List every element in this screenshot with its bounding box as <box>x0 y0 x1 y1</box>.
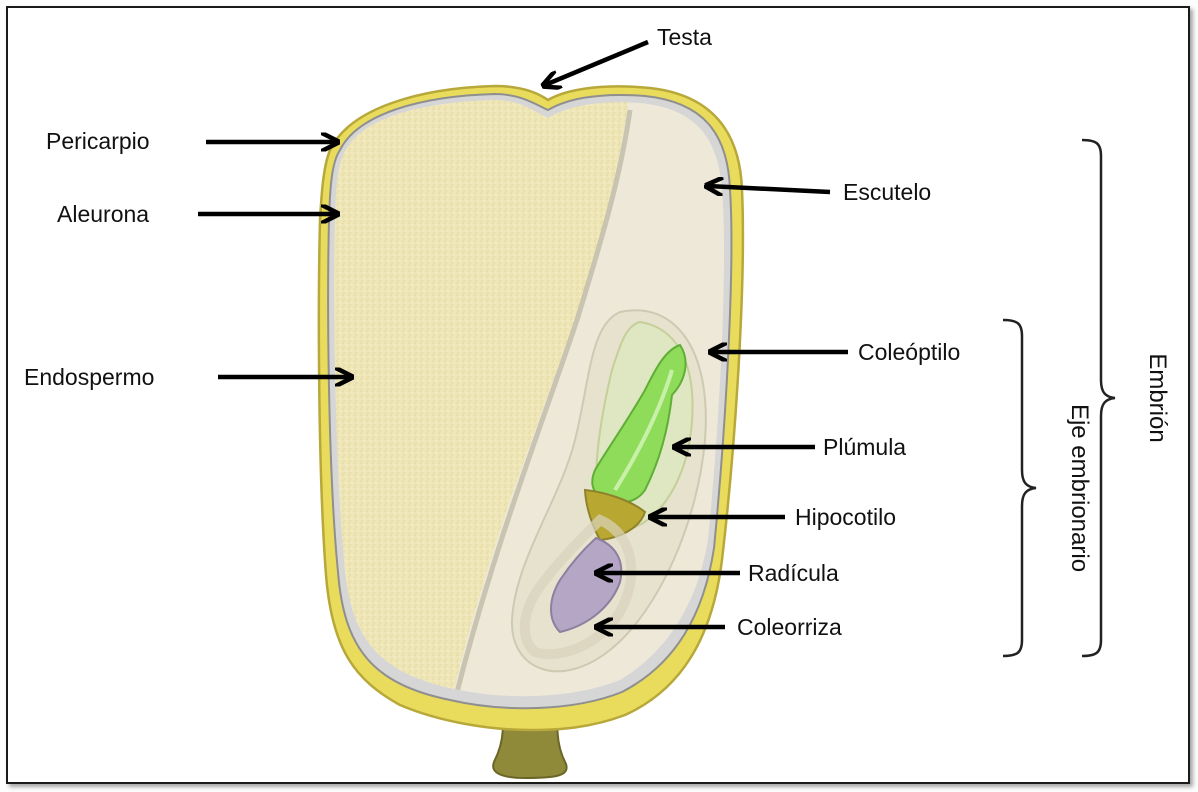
arrow-testa <box>545 42 648 85</box>
label-eje-embrionario: Eje embrionario <box>1066 404 1093 572</box>
label-radicula: Radícula <box>748 560 839 586</box>
label-aleurona: Aleurona <box>57 201 149 227</box>
label-escutelo: Escutelo <box>843 179 931 205</box>
label-coleorriza: Coleorriza <box>737 614 842 640</box>
bracket-embrion <box>1082 140 1115 656</box>
label-endospermo: Endospermo <box>24 364 154 390</box>
label-testa: Testa <box>657 24 712 50</box>
bracket-eje-embrionario <box>1003 320 1036 656</box>
label-embrion: Embrión <box>1144 353 1171 442</box>
label-pericarpio: Pericarpio <box>46 128 150 154</box>
label-plumula: Plúmula <box>823 434 906 460</box>
label-hipocotilo: Hipocotilo <box>795 504 896 530</box>
label-coleoptilo: Coleóptilo <box>858 339 960 365</box>
